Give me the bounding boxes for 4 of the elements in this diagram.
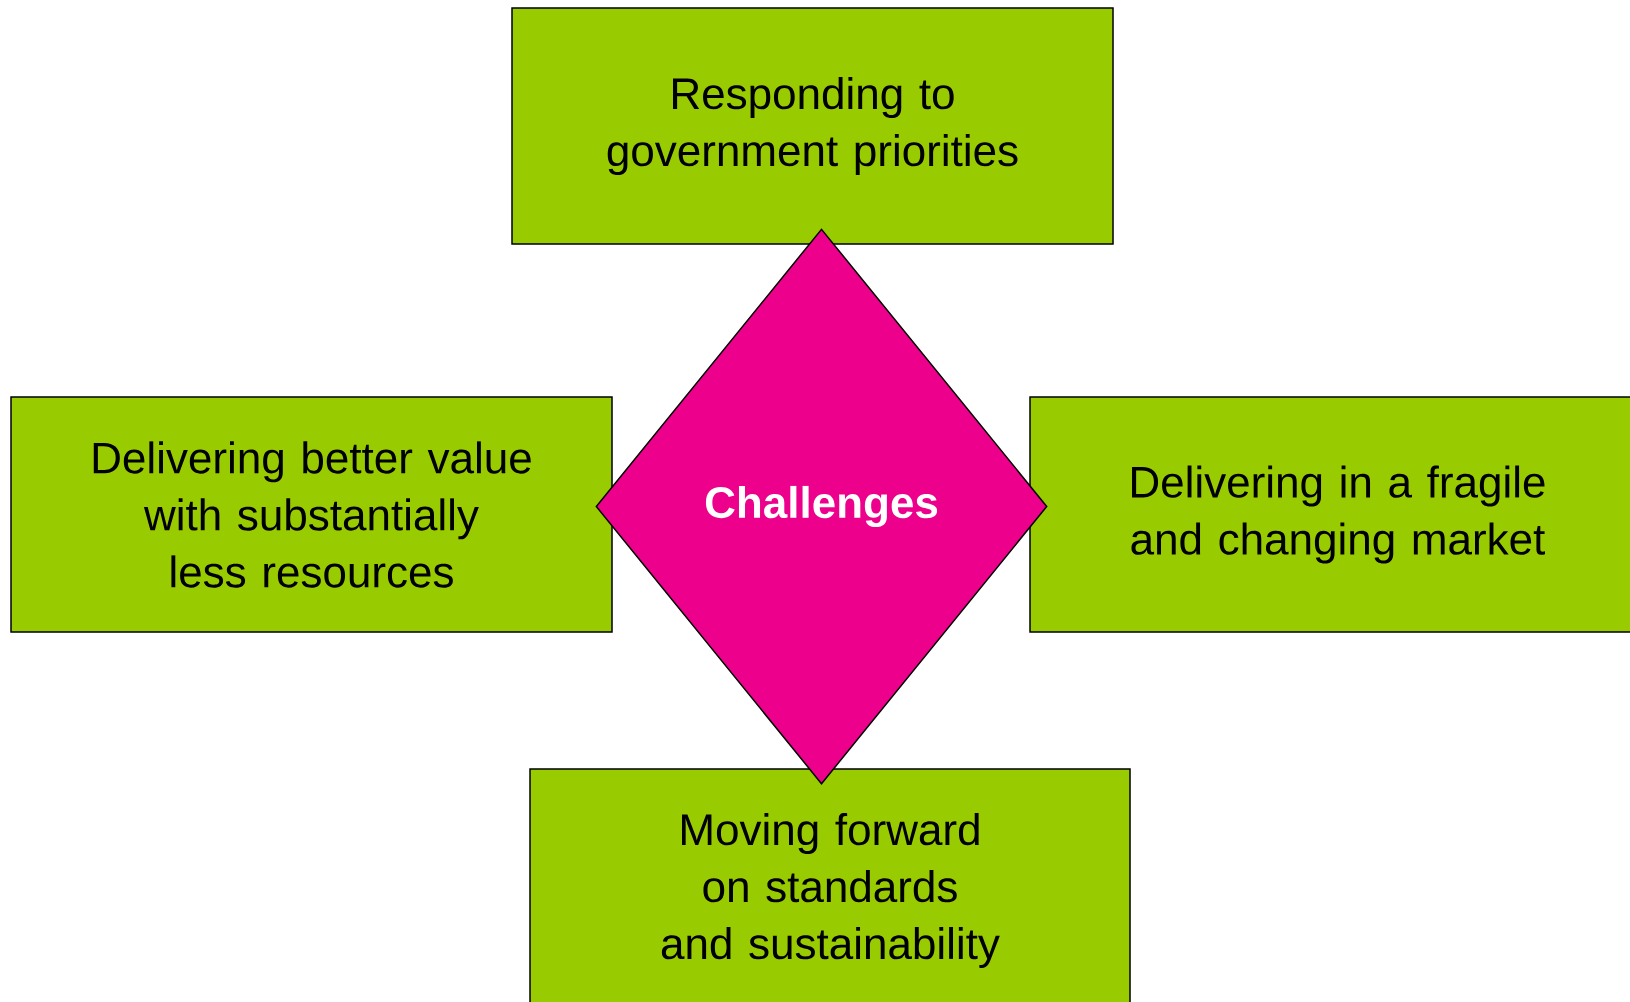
challenge-box: Responding to government priorities: [511, 7, 1114, 245]
challenge-box: Delivering better value with substantially less resources: [10, 396, 613, 633]
challenge-box: Delivering in a fragile and changing market: [1029, 396, 1630, 633]
challenge-box: Moving forward on standards and sustainability: [529, 768, 1131, 1002]
